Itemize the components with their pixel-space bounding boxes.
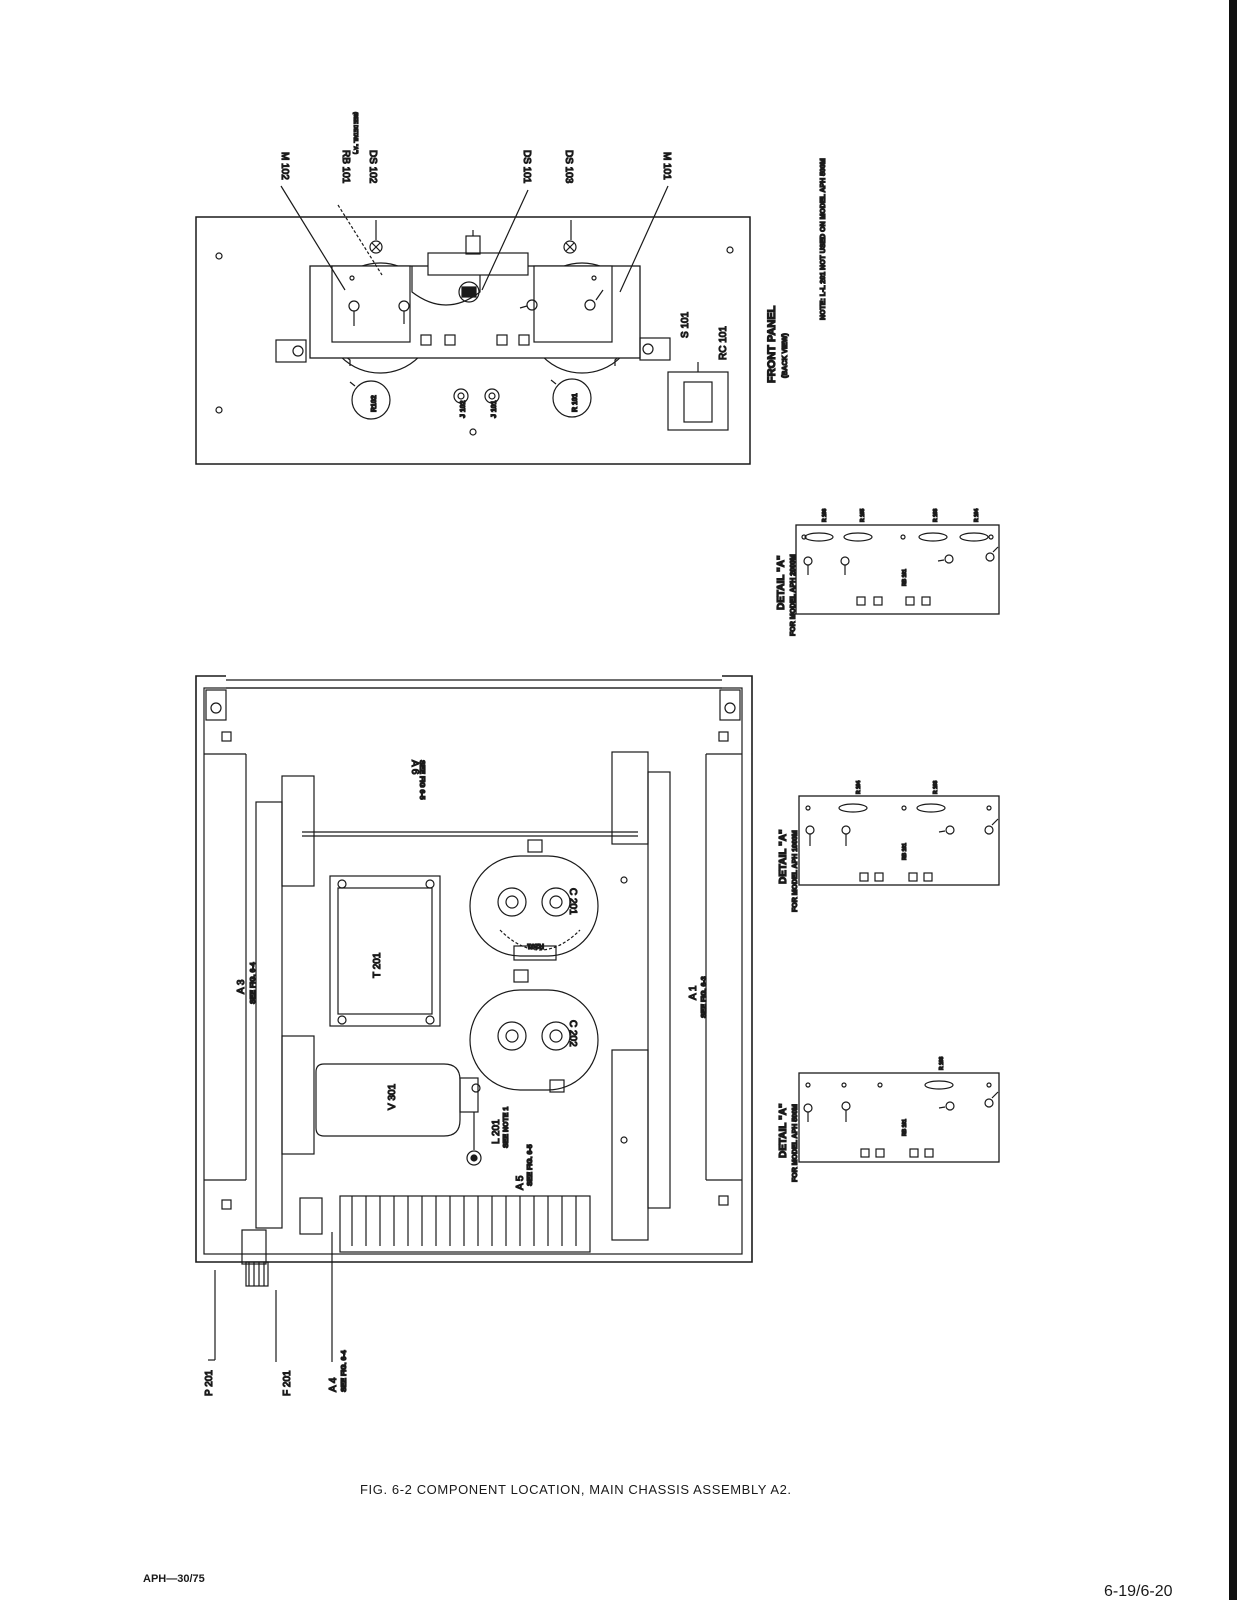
r102-label: R102 [371,395,378,412]
detail-2000m-r105: R 105 [860,508,866,522]
detail-500m-model: FOR MODEL APH 500M [792,1104,799,1182]
c202-label: C 202 [567,1020,578,1047]
a5-label: A 5 [515,1175,526,1190]
p201-label: P 201 [204,1370,215,1396]
a1-label: A 1 [688,985,699,1000]
page-number: 6-19/6-20 [1104,1583,1173,1600]
front-panel-note: NOTE: L-L 201 NOT USED ON MODEL APH 500M [820,158,827,320]
figure-caption: FIG. 6-2 COMPONENT LOCATION, MAIN CHASSI… [360,1482,792,1497]
detail-1000m-r104: R 104 [856,780,862,794]
detail-a-2000m [795,524,1000,615]
a4-label: A 4 [328,1377,339,1392]
ds102-callout: DS 102 [367,150,378,184]
front-panel-title: FRONT PANEL [766,305,778,383]
j102-label: J 102 [460,400,467,418]
detail-a-500m [798,1072,1000,1163]
v301-label: V 301 [387,1083,398,1110]
detail-500m-board: RB 101 [902,1119,908,1136]
main-chassis-view [195,675,753,1362]
detail-1000m-r103: R 103 [933,780,939,794]
a6-ref: SEE FIG 6-5 [418,760,425,800]
a5-ref: SEE FIG. 6-5 [527,1144,534,1186]
front-panel-subtitle: (BACK VIEW) [782,333,789,378]
detail-1000m-model: FOR MODEL APH 1000M [792,830,799,912]
rc101-callout: RC 101 [718,326,729,360]
document-id: APH—30/75 [143,1573,205,1585]
detail-500m-r103: R 103 [939,1056,945,1070]
t201-label: T 201 [372,952,383,978]
ds103-callout: DS 103 [563,150,574,184]
detail-2000m-title: DETAIL "A" [776,555,787,610]
l201-label: L 201 [491,1119,502,1144]
m101-callout: M 101 [661,152,672,180]
detail-2000m-r106: R 106 [822,508,828,522]
detail-2000m-r103: R 103 [933,508,939,522]
r101-label: R 101 [572,393,579,412]
a4-ref: SEE FIG. 6-4 [341,1350,348,1392]
detail-a-1000m [798,795,1000,886]
r201-label: R201 [527,942,544,949]
detail-2000m-board: RB 101 [902,569,908,586]
front-panel-view [195,185,751,465]
s101-callout: S 101 [680,311,691,338]
j101-label: J 101 [491,400,498,418]
detail-2000m-r104: R 104 [974,508,980,522]
a1-ref: SEE FIG. 6-3 [701,976,708,1018]
rb101-callout: RB 101 [340,150,351,184]
ds101-callout: DS 101 [521,150,532,184]
detail-2000m-model: FOR MODEL APH 2000M [790,554,797,636]
page-edge-bar [1229,0,1237,1600]
see-detail-a-callout: (SEE DETAIL "A") [352,112,358,154]
detail-1000m-title: DETAIL "A" [778,829,789,884]
c201-label: C 201 [567,888,578,915]
m102-callout: M 102 [279,152,290,180]
a6-label: A 6 [409,760,420,775]
l201-ref: SEE NOTE 1 [503,1107,510,1148]
f201-label: F 201 [282,1370,293,1396]
detail-500m-title: DETAIL "A" [778,1103,789,1158]
a3-label: A 3 [236,979,247,994]
a3-ref: SEE FIG. 6-4 [250,962,257,1004]
detail-1000m-board: RB 101 [902,843,908,860]
